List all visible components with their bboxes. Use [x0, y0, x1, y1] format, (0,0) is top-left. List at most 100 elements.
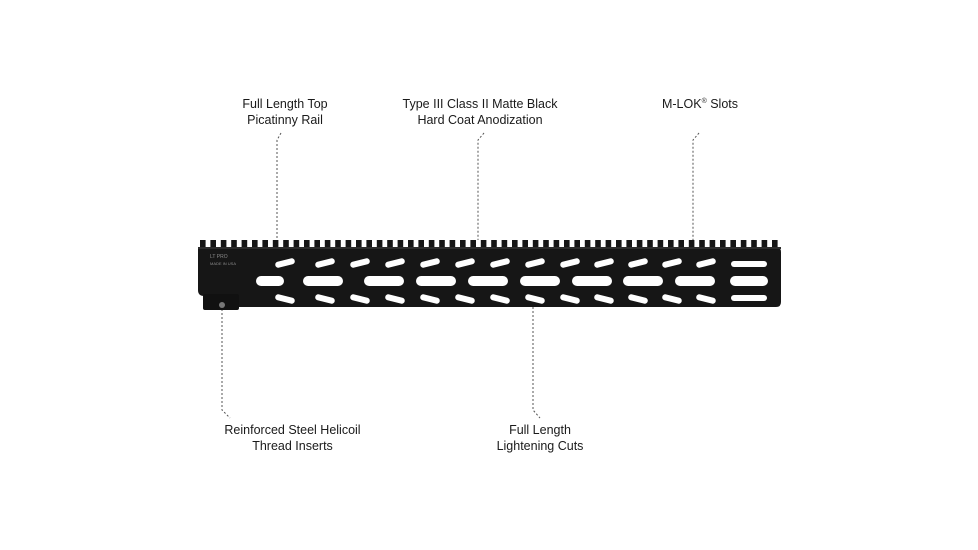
- rail-tooth: [626, 240, 632, 248]
- lightening-cut: [560, 258, 580, 268]
- rail-tooth: [220, 240, 227, 248]
- rail-tooth: [449, 240, 456, 248]
- rail-tooth: [522, 240, 528, 248]
- leader-helicoil: [221, 305, 231, 419]
- front-slot: [730, 276, 768, 286]
- leader-anodization: [477, 132, 485, 240]
- barrel-nut: [203, 294, 239, 310]
- lightening-cut: [350, 258, 370, 268]
- mlok-slot: [364, 276, 404, 286]
- rail-tooth: [616, 240, 622, 248]
- callout-top-rail-line1: Full Length Top: [242, 97, 328, 111]
- rail-tooth: [761, 240, 768, 248]
- mlok-slot: [256, 276, 284, 286]
- rail-tooth: [751, 240, 757, 248]
- lightening-cut: [455, 294, 475, 304]
- rail-tooth: [564, 240, 570, 248]
- rail-tooth: [699, 240, 705, 248]
- leader-lightening: [532, 303, 541, 419]
- rail-tooth: [668, 240, 674, 248]
- mlok-slots: [256, 258, 768, 304]
- lightening-cut: [560, 294, 580, 304]
- rail-tooth: [428, 240, 435, 248]
- callout-lightening-line1: Full Length: [509, 423, 571, 437]
- rail-tooth: [356, 240, 362, 248]
- engraving-line1: LT PRO: [210, 254, 228, 260]
- rail-tooth: [304, 240, 310, 248]
- lightening-cut: [275, 294, 295, 304]
- rail-tooth: [314, 240, 320, 248]
- rail-tooth: [543, 240, 549, 248]
- rail-tooth: [657, 240, 664, 248]
- engraving-line2: MADE IN USA: [210, 261, 236, 266]
- rail-tooth: [688, 240, 695, 248]
- lightening-cut: [594, 294, 614, 304]
- rail-tooth: [709, 240, 716, 248]
- mlok-slot: [416, 276, 456, 286]
- lightening-cut: [490, 294, 510, 304]
- lightening-cut: [525, 294, 545, 304]
- handguard: LT PRO MADE IN USA: [198, 240, 781, 310]
- rail-tooth: [293, 240, 300, 248]
- rail-tooth: [532, 240, 539, 248]
- callout-anodization-line1: Type III Class II Matte Black: [402, 97, 558, 111]
- lightening-cut: [420, 258, 440, 268]
- callout-mlok-text: M-LOK: [661, 97, 702, 111]
- lightening-cut: [455, 258, 475, 268]
- lightening-cut: [490, 258, 510, 268]
- rail-tooth: [470, 240, 476, 248]
- registered-mark: ®: [701, 97, 707, 105]
- callout-anodization-line2: Hard Coat Anodization: [417, 113, 543, 127]
- leader-lines: [221, 132, 700, 419]
- rail-tooth: [512, 240, 518, 248]
- rail-tooth: [574, 240, 580, 248]
- lightening-cut: [628, 294, 648, 304]
- callout-lightening-line2: Lightening Cuts: [496, 439, 584, 453]
- rail-tooth: [491, 240, 497, 248]
- callout-mlok-line1: M-LOK® Slots: [630, 96, 770, 112]
- rail-tooth: [418, 240, 424, 248]
- top-highlight: [198, 247, 781, 249]
- lightening-cut: [662, 258, 682, 268]
- rail-tooth: [584, 240, 591, 248]
- rail-tooth: [730, 240, 736, 248]
- leader-mlok: [692, 132, 700, 262]
- rail-tooth: [241, 240, 248, 248]
- rail-tooth: [231, 240, 237, 248]
- rail-tooth: [272, 240, 279, 248]
- mlok-slot: [468, 276, 508, 286]
- rail-tooth: [283, 240, 289, 248]
- rail-tooth: [720, 240, 726, 248]
- rail-tooth: [366, 240, 372, 248]
- lightening-cut: [315, 294, 335, 304]
- lightening-cut: [350, 294, 370, 304]
- mlok-slot: [675, 276, 715, 286]
- rail-tooth: [324, 240, 331, 248]
- rail-tooth: [408, 240, 414, 248]
- lightening-cut: [275, 258, 295, 268]
- callout-anodization: Type III Class II Matte Black Hard Coat …: [375, 96, 585, 128]
- mlok-slot: [572, 276, 612, 286]
- callout-top-rail: Full Length Top Picatinny Rail: [200, 96, 370, 128]
- rail-tooth: [262, 240, 268, 248]
- callout-top-rail-line2: Picatinny Rail: [247, 113, 323, 127]
- callout-helicoil-line2: Thread Inserts: [252, 439, 333, 453]
- rail-tooth: [335, 240, 341, 248]
- mlok-slot: [623, 276, 663, 286]
- helicoil-insert: [219, 302, 225, 308]
- lightening-cut: [315, 258, 335, 268]
- rail-tooth: [605, 240, 612, 248]
- leader-top-rail: [276, 132, 282, 240]
- rail-tooth: [460, 240, 466, 248]
- rail-tooth: [439, 240, 445, 248]
- front-slot: [731, 261, 767, 267]
- rail-tooth: [647, 240, 653, 248]
- lightening-cut: [420, 294, 440, 304]
- rail-tooth: [553, 240, 560, 248]
- lightening-cut: [696, 258, 716, 268]
- rail-tooth: [252, 240, 258, 248]
- rail-tooth: [501, 240, 508, 248]
- rail-tooth: [200, 240, 206, 248]
- rail-tooth: [480, 240, 487, 248]
